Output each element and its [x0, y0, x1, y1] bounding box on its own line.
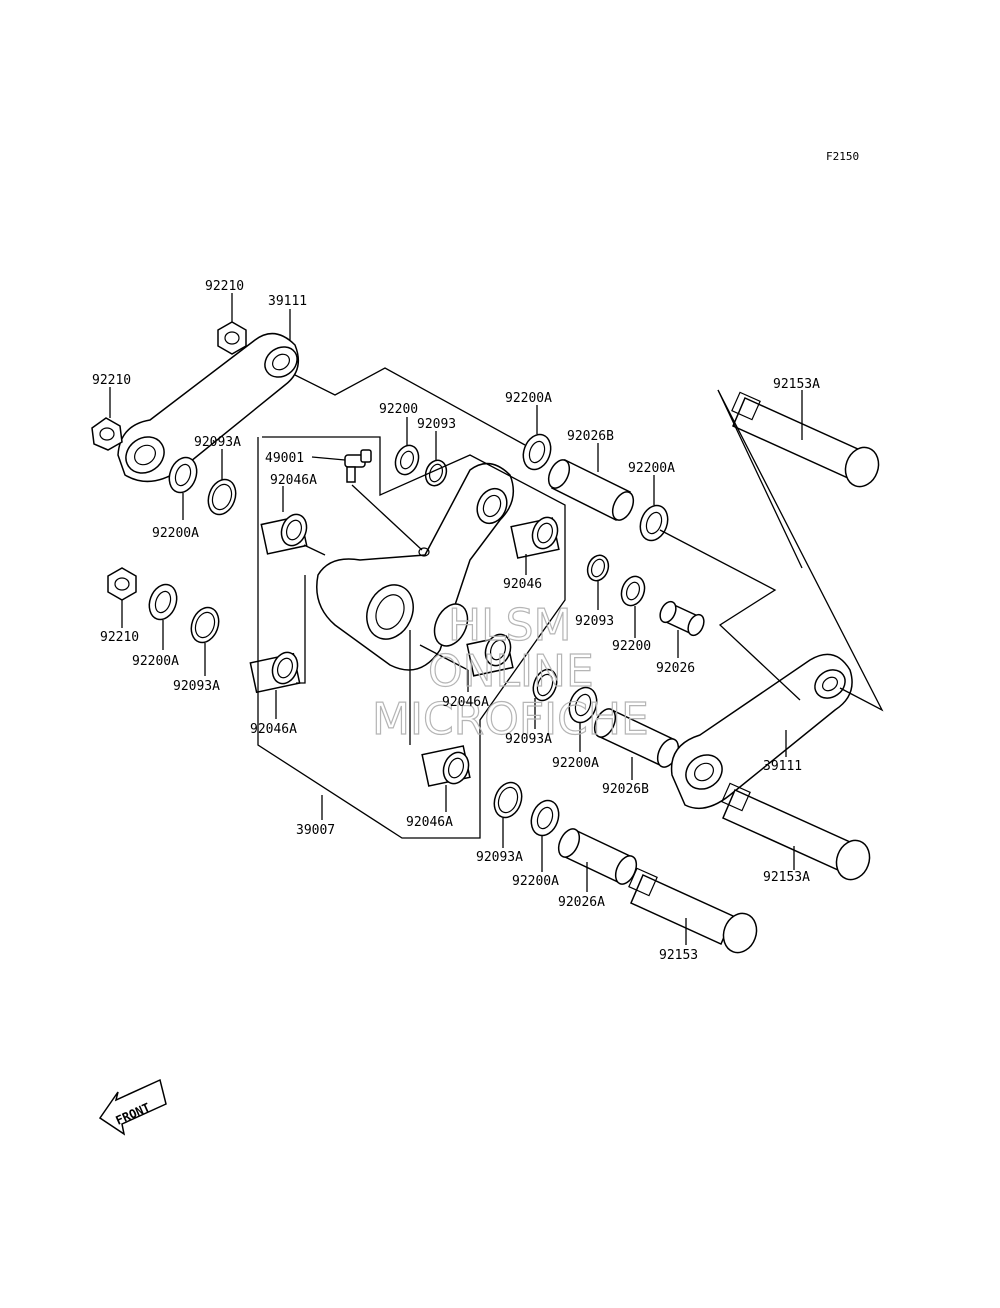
front-arrow: FRONT	[98, 1078, 167, 1136]
label-92200A-top[interactable]: 92200A	[505, 391, 552, 406]
label-92093A-c[interactable]: 92093A	[505, 732, 552, 747]
rocker-arm[interactable]	[316, 462, 515, 671]
washer-92200A-tl[interactable]	[165, 454, 202, 497]
label-92093-mid[interactable]: 92093	[575, 614, 614, 629]
label-92046A-3[interactable]: 92046A	[250, 722, 297, 737]
washer-92200A-top[interactable]	[519, 431, 556, 474]
label-39111-top[interactable]: 39111	[268, 294, 307, 309]
seal-92093A-mid[interactable]	[187, 604, 224, 647]
label-39111-r[interactable]: 39111	[763, 759, 802, 774]
bearing-92046A-2[interactable]	[249, 649, 301, 694]
label-92200-top[interactable]: 92200	[379, 402, 418, 417]
seal-92093-top[interactable]	[422, 457, 450, 488]
label-49001[interactable]: 49001	[265, 451, 304, 466]
label-92026B-c[interactable]: 92026B	[602, 782, 649, 797]
label-39007[interactable]: 39007	[296, 823, 335, 838]
label-92026A[interactable]: 92026A	[558, 895, 605, 910]
bearing-92046[interactable]	[510, 514, 562, 559]
nut-92210-mid[interactable]	[107, 567, 137, 601]
label-92210-left[interactable]: 92210	[92, 373, 131, 388]
bolt-92153[interactable]	[628, 867, 762, 957]
seal-92093A-b[interactable]	[490, 779, 527, 822]
label-92200A-c[interactable]: 92200A	[552, 756, 599, 771]
label-92153A-top[interactable]: 92153A	[773, 377, 820, 392]
label-92200A-b[interactable]: 92200A	[512, 874, 559, 889]
watermark-line-2: ONLINE	[428, 646, 594, 697]
label-92200A-mid[interactable]: 92200A	[132, 654, 179, 669]
label-92046A-4[interactable]: 92046A	[406, 815, 453, 830]
leader-lines	[109, 293, 884, 945]
watermark: HLSM ONLINE MICROFICHE	[371, 599, 649, 745]
collar-92026B-c[interactable]	[591, 706, 683, 771]
watermark-line-1: HLSM	[448, 600, 572, 651]
washer-92200A-b[interactable]	[527, 797, 564, 840]
nut-92210-left[interactable]	[91, 417, 123, 451]
label-92093A-mid[interactable]: 92093A	[173, 679, 220, 694]
bearing-92046A-3[interactable]	[466, 631, 515, 677]
collar-92026A[interactable]	[555, 826, 641, 888]
tie-rod-upper[interactable]	[117, 332, 303, 483]
figure-code: F2150	[826, 150, 859, 163]
label-92200A-tl[interactable]: 92200A	[152, 526, 199, 541]
label-92093A-b[interactable]: 92093A	[476, 850, 523, 865]
label-92153A-b[interactable]: 92153A	[763, 870, 810, 885]
part-labels: 92210 39111 92210 92093A 92200A 92200 92…	[92, 279, 820, 963]
tie-rod-lower[interactable]	[670, 653, 853, 810]
washer-92200-top[interactable]	[392, 442, 423, 478]
washer-92200A-mid[interactable]	[145, 581, 182, 624]
label-92046A-1[interactable]: 92046A	[270, 473, 317, 488]
label-92046[interactable]: 92046	[503, 577, 542, 592]
collar-92026[interactable]	[657, 599, 707, 638]
label-92200A-r[interactable]: 92200A	[628, 461, 675, 476]
seal-92093-mid[interactable]	[584, 552, 612, 583]
watermark-line-3: MICROFICHE	[372, 694, 649, 745]
washer-92200A-r[interactable]	[636, 502, 673, 545]
label-92026[interactable]: 92026	[656, 661, 695, 676]
collar-92026B-top[interactable]	[545, 457, 638, 524]
washer-92200-mid[interactable]	[618, 573, 649, 609]
bearing-92046A-1[interactable]	[260, 511, 310, 555]
bolt-92153A-top[interactable]	[731, 391, 884, 491]
seal-92093A-c[interactable]	[529, 666, 561, 704]
label-92200-mid[interactable]: 92200	[612, 639, 651, 654]
bolt-92153A-bottom[interactable]	[721, 782, 875, 884]
nut-92210-top[interactable]	[217, 321, 247, 355]
grease-nipple-49001[interactable]	[344, 449, 372, 483]
label-92153[interactable]: 92153	[659, 948, 698, 963]
label-92093-top[interactable]: 92093	[417, 417, 456, 432]
label-92210-mid[interactable]: 92210	[100, 630, 139, 645]
label-92093A-tl[interactable]: 92093A	[194, 435, 241, 450]
bearing-92046A-4[interactable]	[421, 745, 473, 787]
label-92046A-2[interactable]: 92046A	[442, 695, 489, 710]
seal-92093A-tl[interactable]	[204, 476, 241, 519]
washer-92200A-c[interactable]	[565, 684, 602, 727]
label-92210-top[interactable]: 92210	[205, 279, 244, 294]
label-92026B-top[interactable]: 92026B	[567, 429, 614, 444]
